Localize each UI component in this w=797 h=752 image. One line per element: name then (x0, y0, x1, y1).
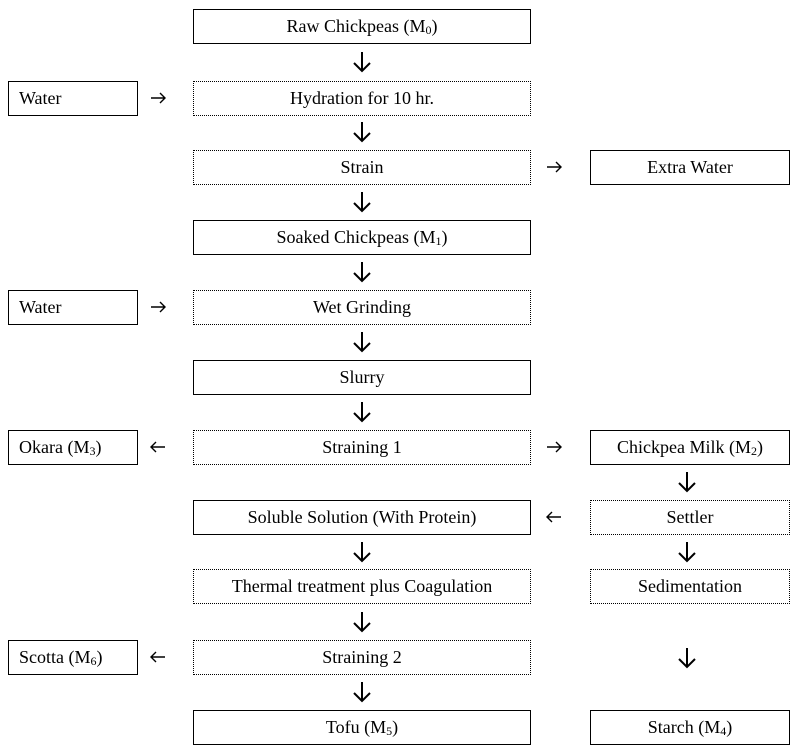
node-soaked-chickpeas: Soaked Chickpeas (M1) (193, 220, 531, 255)
node-wet-grinding-label: Wet Grinding (312, 297, 412, 317)
node-slurry: Slurry (193, 360, 531, 395)
node-raw-chickpeas: Raw Chickpeas (M0) (193, 9, 531, 44)
node-slurry-label: Slurry (339, 367, 385, 387)
node-starch-label: Starch (M4) (647, 717, 733, 738)
arrow-down-icon (353, 52, 371, 73)
arrow-down-icon (678, 542, 696, 563)
arrow-right-icon (151, 92, 166, 104)
node-water-1-label: Water (19, 88, 62, 108)
node-starch: Starch (M4) (590, 710, 790, 745)
node-raw-chickpeas-label: Raw Chickpeas (M0) (286, 16, 438, 37)
node-strain-label: Strain (340, 157, 384, 177)
arrow-down-icon (353, 542, 371, 563)
node-wet-grinding: Wet Grinding (193, 290, 531, 325)
node-straining-1: Straining 1 (193, 430, 531, 465)
node-okara: Okara (M3) (8, 430, 138, 465)
arrow-down-icon (678, 472, 696, 493)
node-sedimentation: Sedimentation (590, 569, 790, 604)
node-settler-label: Settler (666, 507, 714, 527)
arrow-down-icon (353, 402, 371, 423)
arrow-down-icon (353, 682, 371, 703)
node-straining-1-label: Straining 1 (322, 437, 402, 457)
node-chickpea-milk-label: Chickpea Milk (M2) (617, 437, 763, 458)
node-extra-water: Extra Water (590, 150, 790, 185)
node-chickpea-milk: Chickpea Milk (M2) (590, 430, 790, 465)
node-water-1: Water (8, 81, 138, 116)
node-straining-2-label: Straining 2 (322, 647, 402, 667)
node-water-2: Water (8, 290, 138, 325)
node-soaked-chickpeas-label: Soaked Chickpeas (M1) (276, 227, 448, 248)
node-scotta-label: Scotta (M6) (19, 647, 103, 668)
node-extra-water-label: Extra Water (647, 157, 733, 177)
node-soluble-solution: Soluble Solution (With Protein) (193, 500, 531, 535)
node-straining-2: Straining 2 (193, 640, 531, 675)
node-hydration: Hydration for 10 hr. (193, 81, 531, 116)
arrow-left-icon (150, 441, 165, 453)
node-okara-label: Okara (M3) (19, 437, 102, 458)
node-soluble-solution-label: Soluble Solution (With Protein) (247, 507, 477, 527)
arrow-left-icon (150, 651, 165, 663)
arrow-right-icon (547, 161, 562, 173)
node-tofu: Tofu (M5) (193, 710, 531, 745)
arrow-left-icon (546, 511, 561, 523)
arrow-down-icon (353, 122, 371, 143)
node-settler: Settler (590, 500, 790, 535)
node-scotta: Scotta (M6) (8, 640, 138, 675)
node-tofu-label: Tofu (M5) (325, 717, 399, 738)
arrow-right-icon (151, 301, 166, 313)
node-sedimentation-label: Sedimentation (638, 576, 742, 596)
arrow-right-icon (547, 441, 562, 453)
node-strain: Strain (193, 150, 531, 185)
node-hydration-label: Hydration for 10 hr. (290, 88, 434, 108)
arrow-down-icon (678, 648, 696, 669)
arrow-down-icon (353, 332, 371, 353)
node-thermal: Thermal treatment plus Coagulation (193, 569, 531, 604)
node-water-2-label: Water (19, 297, 62, 317)
arrow-down-icon (353, 192, 371, 213)
node-thermal-label: Thermal treatment plus Coagulation (231, 576, 493, 596)
arrow-down-icon (353, 262, 371, 283)
arrow-down-icon (353, 612, 371, 633)
